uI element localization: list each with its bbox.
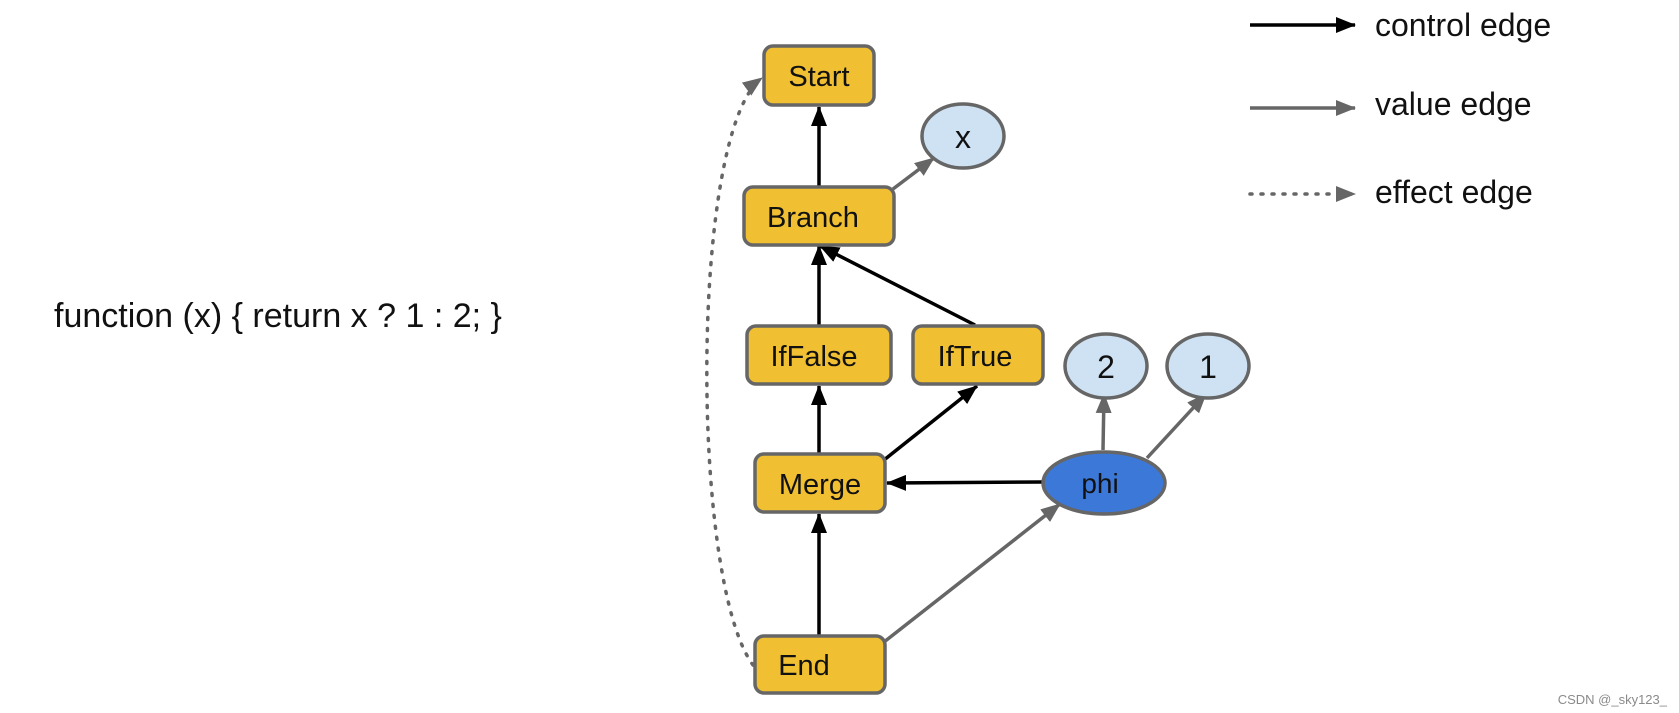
node-iftrue: IfTrue bbox=[911, 324, 1045, 386]
node-const-2: 2 bbox=[1063, 332, 1149, 400]
control-edge-merge-iftrue bbox=[882, 384, 979, 462]
node-x: x bbox=[920, 102, 1006, 170]
node-merge: Merge bbox=[753, 452, 887, 514]
effect-edge-end-start bbox=[705, 76, 764, 667]
control-edge-iftrue-branch bbox=[819, 244, 976, 327]
legend-value-edge-label: value edge bbox=[1375, 86, 1532, 122]
node-phi: phi bbox=[1041, 450, 1167, 516]
node-iffalse: IfFalse bbox=[745, 324, 893, 386]
value-edge-phi-1 bbox=[1145, 392, 1208, 460]
code-snippet: function (x) { return x ? 1 : 2; } bbox=[54, 297, 502, 335]
node-const-1-label: 1 bbox=[1199, 349, 1217, 385]
node-const-1: 1 bbox=[1165, 332, 1251, 400]
node-x-label: x bbox=[955, 119, 971, 155]
value-edge-end-phi bbox=[882, 502, 1062, 644]
value-edge-branch-x bbox=[891, 156, 936, 191]
control-edge-phi-merge bbox=[886, 474, 1043, 491]
node-end: End bbox=[753, 634, 887, 695]
node-iffalse-label: IfFalse bbox=[770, 341, 857, 373]
node-start-label: Start bbox=[788, 61, 849, 93]
node-phi-label: phi bbox=[1081, 468, 1118, 499]
node-iftrue-label: IfTrue bbox=[938, 341, 1013, 373]
legend-effect-edge-label: effect edge bbox=[1375, 174, 1533, 210]
node-end-label: End bbox=[778, 650, 830, 682]
legend-control-edge-label: control edge bbox=[1375, 7, 1552, 43]
node-merge-label: Merge bbox=[779, 469, 861, 501]
node-branch-label: Branch bbox=[767, 202, 859, 234]
node-const-2-label: 2 bbox=[1097, 349, 1115, 385]
watermark: CSDN @_sky123_ bbox=[1557, 692, 1667, 707]
node-start: Start bbox=[762, 44, 876, 107]
node-branch: Branch bbox=[742, 185, 896, 247]
value-edge-phi-2 bbox=[1095, 393, 1112, 451]
